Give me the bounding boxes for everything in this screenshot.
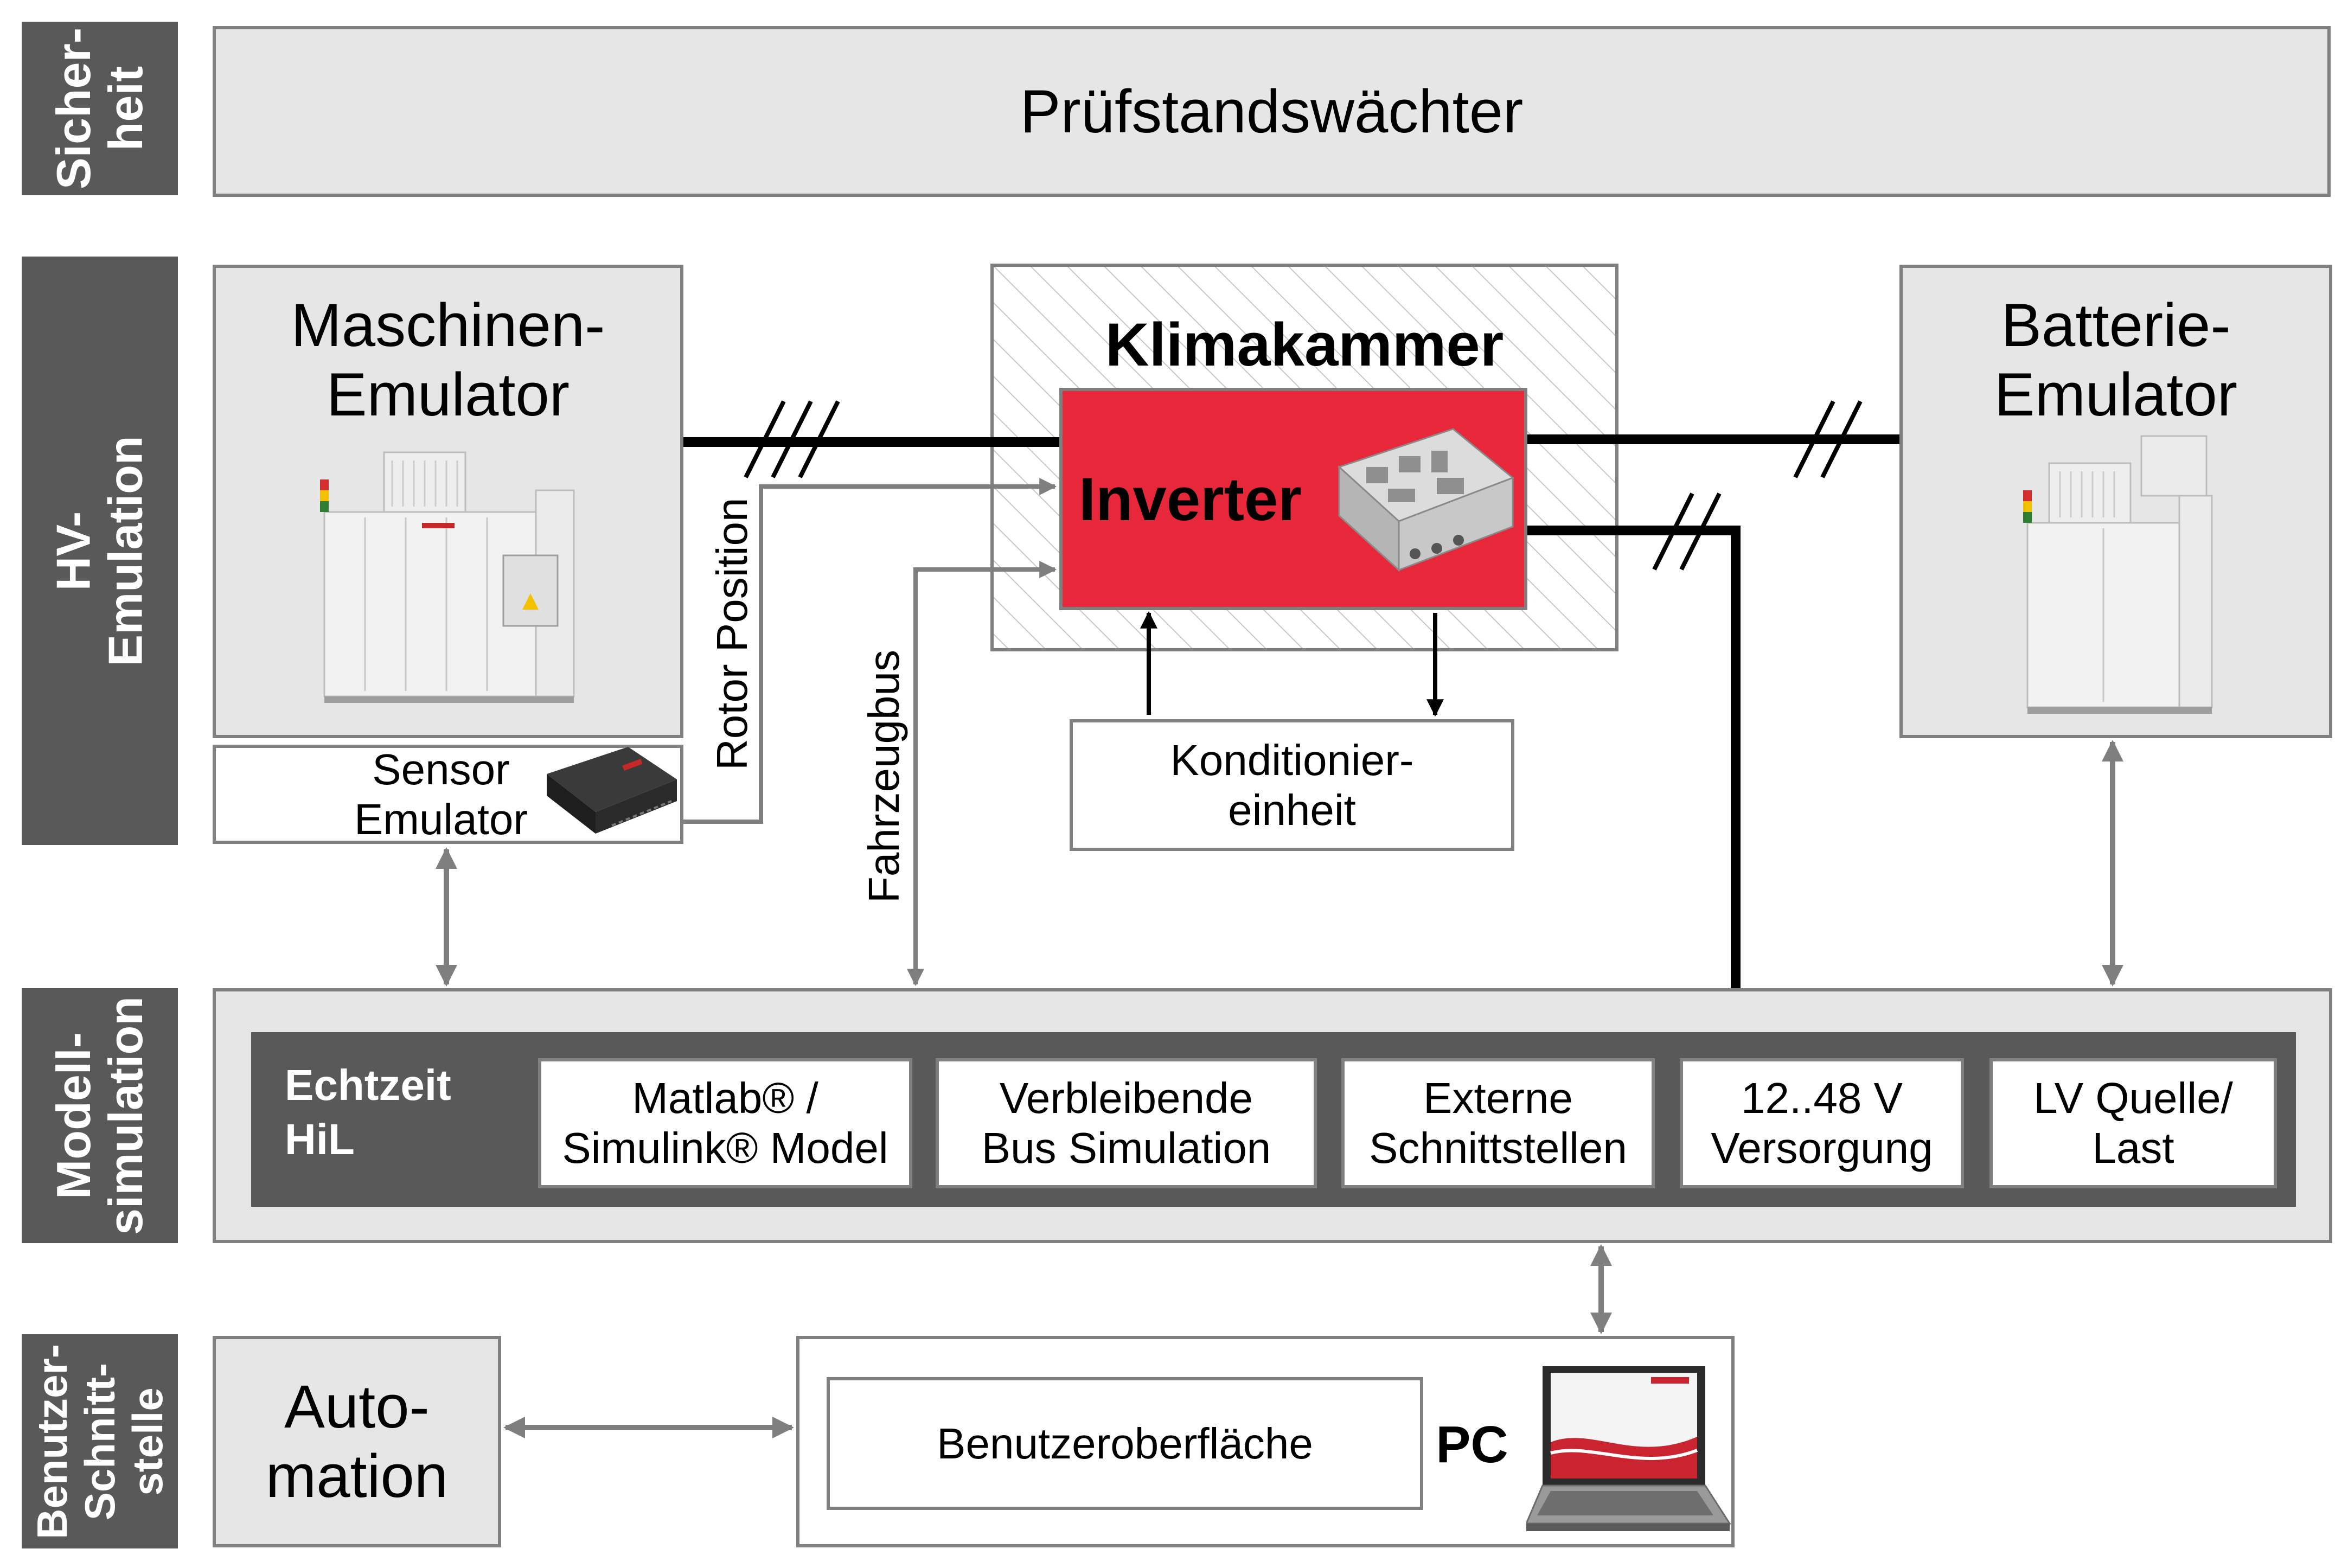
inverter-device-icon bbox=[1338, 428, 1514, 572]
pc-label: PC bbox=[1436, 1416, 1508, 1474]
rotor-position-signal bbox=[683, 478, 1057, 824]
side-label-hv-emulation: HV- Emulation bbox=[22, 257, 178, 845]
module-lv-source-load: LV Quelle/ Last bbox=[1989, 1058, 2277, 1188]
side-label-safety: Sicher- heit bbox=[22, 22, 178, 195]
user-interface-box: Benutzeroberfläche bbox=[827, 1377, 1423, 1510]
conditioning-unit: Konditionier- einheit bbox=[1070, 719, 1514, 851]
three-phase-mark-left bbox=[744, 400, 840, 478]
sensor-emulator-device-icon bbox=[547, 747, 677, 834]
inverter-label: Inverter bbox=[1079, 465, 1302, 533]
sensor-emulator-label: Sensor Emulator bbox=[354, 745, 528, 843]
module-bus-simulation: Verbleibende Bus Simulation bbox=[936, 1058, 1317, 1188]
module-matlab-simulink: Matlab® / Simulink® Model bbox=[538, 1058, 912, 1188]
machine-emulator-label: Maschinen- Emulator bbox=[291, 291, 605, 428]
test-bench-guard: Prüfstandswächter bbox=[213, 26, 2331, 197]
sensor-emulator-box: Sensor Emulator bbox=[213, 745, 683, 844]
laptop-icon bbox=[1526, 1366, 1731, 1531]
battery-cabinet-icon bbox=[2023, 435, 2213, 714]
pc-box: Benutzeroberfläche PC bbox=[796, 1336, 1735, 1547]
module-external-interfaces: Externe Schnittstellen bbox=[1341, 1058, 1655, 1188]
module-supply: 12..48 V Versorgung bbox=[1680, 1058, 1964, 1188]
two-phase-mark-lv bbox=[1652, 492, 1722, 571]
model-simulation-panel: Echtzeit HiL Matlab® / Simulink® Model V… bbox=[213, 988, 2332, 1243]
climate-chamber-label: Klimakammer bbox=[1105, 310, 1504, 379]
realtime-hil-panel: Echtzeit HiL Matlab® / Simulink® Model V… bbox=[251, 1032, 2296, 1207]
two-phase-mark-right bbox=[1793, 400, 1863, 478]
lv-line-inverter-supply bbox=[1527, 526, 1741, 988]
vehicle-bus-signal bbox=[907, 561, 1057, 987]
machine-cabinet-icon bbox=[320, 451, 575, 703]
side-label-user-interface: Benutzer- Schnitt- stelle bbox=[22, 1334, 178, 1548]
realtime-hil-label: Echtzeit HiL bbox=[285, 1061, 451, 1163]
battery-emulator-box: Batterie- Emulator bbox=[1899, 265, 2332, 738]
machine-emulator-box: Maschinen- Emulator bbox=[213, 265, 683, 738]
battery-emulator-label: Batterie- Emulator bbox=[1994, 291, 2238, 428]
automation-box: Auto- mation bbox=[213, 1336, 501, 1547]
side-label-model-simulation: Modell- simulation bbox=[22, 988, 178, 1243]
inverter-box: Inverter bbox=[1059, 388, 1527, 610]
